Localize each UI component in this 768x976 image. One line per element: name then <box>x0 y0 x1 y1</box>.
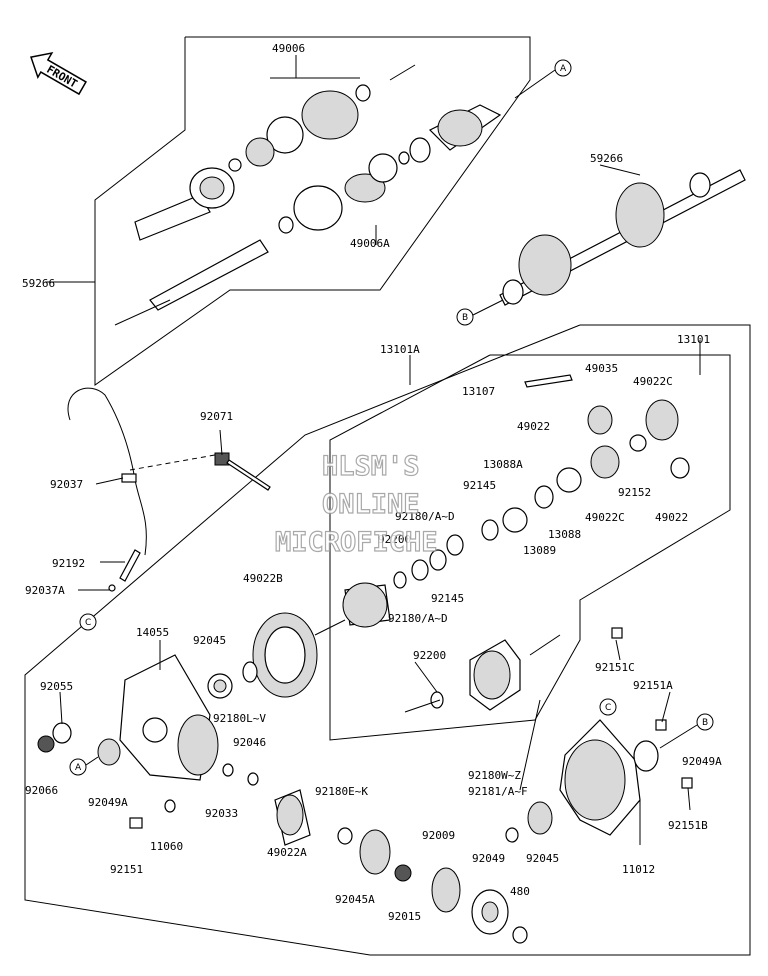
part-label: 92145 <box>463 479 496 492</box>
ring-gear-49022B <box>252 612 346 698</box>
callout-c-right: C <box>599 698 617 716</box>
differential-case <box>404 634 561 713</box>
part-label: 480 <box>510 885 530 898</box>
part-label: 92151 <box>110 863 143 876</box>
part-label: 13101 <box>677 333 710 346</box>
part-label: 49022C <box>585 511 625 524</box>
part-label: 13101A <box>380 343 420 356</box>
part-label: 92200 <box>378 533 411 546</box>
callout-c-left: C <box>79 613 97 631</box>
watermark: HLSM'S ONLINE MICROFICHE <box>274 450 438 558</box>
part-label: 11060 <box>150 840 183 853</box>
part-label: 92037 <box>50 478 83 491</box>
svg-text:C: C <box>85 618 91 628</box>
differential-internals <box>342 374 690 628</box>
svg-text:B: B <box>702 718 708 728</box>
part-label: 49006 <box>272 42 305 55</box>
callout-a-top: A <box>514 59 572 99</box>
part-label: 92071 <box>200 410 233 423</box>
svg-text:C: C <box>605 703 611 713</box>
part-label: 92045 <box>526 852 559 865</box>
svg-text:B: B <box>462 313 468 323</box>
part-label: 13088 <box>548 528 581 541</box>
part-label: 92046 <box>233 736 266 749</box>
rear-cover-11012 <box>559 627 693 836</box>
part-label: 49035 <box>585 362 618 375</box>
leader-lines <box>45 55 701 845</box>
part-label: 92151A <box>633 679 673 692</box>
part-label: 92180/A~D <box>388 612 448 625</box>
watermark-line-1: HLSM'S <box>322 451 420 482</box>
watermark-line-3: MICROFICHE <box>275 527 438 558</box>
part-label: 14055 <box>136 626 169 639</box>
part-label: 92151C <box>595 661 635 674</box>
pinion-49022A <box>274 789 311 846</box>
part-label: 92049A <box>88 796 128 809</box>
upper-group-frame <box>94 36 531 386</box>
part-labels: 49006 49006A 59266 59266 13101A 13101 49… <box>22 42 722 923</box>
part-label: 92145 <box>431 592 464 605</box>
part-label: 13088A <box>483 458 523 471</box>
part-label: 92180L~V <box>213 712 266 725</box>
part-label: 92152 <box>618 486 651 499</box>
part-label: 49022A <box>267 846 307 859</box>
part-label: 92180W~Z <box>468 769 521 782</box>
part-label: 92045 <box>193 634 226 647</box>
svg-text:A: A <box>560 64 567 74</box>
part-label: 49022B <box>243 572 283 585</box>
part-label: 92009 <box>422 829 455 842</box>
axle-shaft-complete <box>499 169 746 306</box>
part-label: 92180/A~D <box>395 510 455 523</box>
part-label: 92033 <box>205 807 238 820</box>
part-label: 92066 <box>25 784 58 797</box>
callout-b-top: B <box>456 299 504 326</box>
axle-boot-upper <box>228 64 502 234</box>
part-label: 92151B <box>668 819 708 832</box>
svg-text:A: A <box>75 763 82 773</box>
part-label: 92045A <box>335 893 375 906</box>
front-direction-arrow: FRONT <box>30 51 87 96</box>
main-assembly-frame <box>24 324 751 956</box>
callout-a-left: A <box>69 756 99 776</box>
part-label: 92180E~K <box>315 785 368 798</box>
axle-shaft-upper <box>114 167 269 326</box>
part-label: 92055 <box>40 680 73 693</box>
front-case-14055 <box>119 654 259 786</box>
part-label: 92049 <box>472 852 505 865</box>
part-label: 59266 <box>22 277 55 290</box>
part-label: 49022 <box>517 420 550 433</box>
part-label: 92015 <box>388 910 421 923</box>
watermark-line-2: ONLINE <box>322 489 420 520</box>
part-label: 49006A <box>350 237 390 250</box>
cable-92037 <box>67 387 147 556</box>
part-label: 11012 <box>622 863 655 876</box>
part-label: 13107 <box>462 385 495 398</box>
differential-group-frame <box>329 354 731 741</box>
part-label: 49022C <box>633 375 673 388</box>
callout-b-right: B <box>659 713 714 749</box>
part-label: 92037A <box>25 584 65 597</box>
part-label: 92200 <box>413 649 446 662</box>
part-label: 13089 <box>523 544 556 557</box>
part-92071-graphic <box>214 452 271 491</box>
part-label: 92049A <box>682 755 722 768</box>
part-label: 92192 <box>52 557 85 570</box>
part-label: 92181/A~F <box>468 785 528 798</box>
front-label: FRONT <box>44 63 80 91</box>
part-label: 49022 <box>655 511 688 524</box>
part-label: 59266 <box>590 152 623 165</box>
